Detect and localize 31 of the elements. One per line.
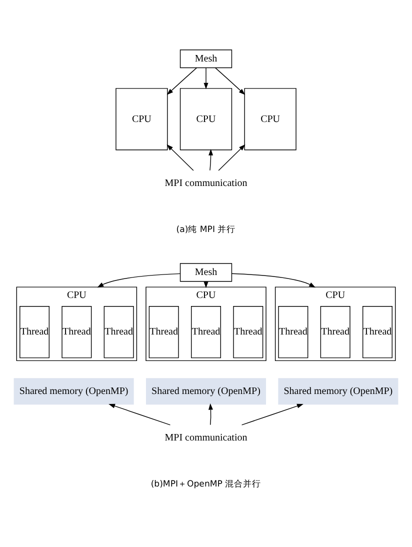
node-box: Thread bbox=[362, 306, 392, 358]
arrow bbox=[97, 273, 180, 288]
node-box: CPU bbox=[244, 88, 296, 150]
node-box: Thread bbox=[104, 306, 134, 358]
arrow bbox=[204, 68, 208, 90]
arrow bbox=[166, 67, 198, 95]
arrow bbox=[208, 403, 213, 426]
node-text: MPI communication bbox=[164, 432, 248, 444]
label: (b)MPI＋OpenMP 混合并行 bbox=[150, 479, 262, 490]
arrow bbox=[214, 67, 246, 95]
node-box: Thread bbox=[278, 306, 308, 358]
arrow bbox=[208, 148, 214, 171]
arrow bbox=[108, 404, 171, 426]
arrow bbox=[241, 404, 304, 426]
node-box: Thread bbox=[320, 306, 350, 358]
arrow bbox=[166, 144, 194, 171]
label: (a)纯 MPI 并行 bbox=[176, 225, 236, 236]
node-box: Shared memory (OpenMP) bbox=[14, 378, 134, 405]
node-box: Shared memory (OpenMP) bbox=[146, 378, 266, 405]
node-box: CPU bbox=[116, 88, 168, 150]
arrow bbox=[232, 273, 316, 288]
node-text: MPI communication bbox=[164, 178, 248, 190]
arrow bbox=[218, 144, 246, 171]
node-box: CPU bbox=[180, 88, 232, 150]
node-box: Thread bbox=[233, 306, 264, 358]
node-box: Thread bbox=[148, 306, 179, 358]
node-box: Thread bbox=[20, 306, 50, 358]
node-box: Thread bbox=[62, 306, 92, 358]
node-box: Thread bbox=[191, 306, 221, 358]
node-box: Shared memory (OpenMP) bbox=[278, 378, 398, 405]
node-box: Mesh bbox=[180, 50, 232, 68]
